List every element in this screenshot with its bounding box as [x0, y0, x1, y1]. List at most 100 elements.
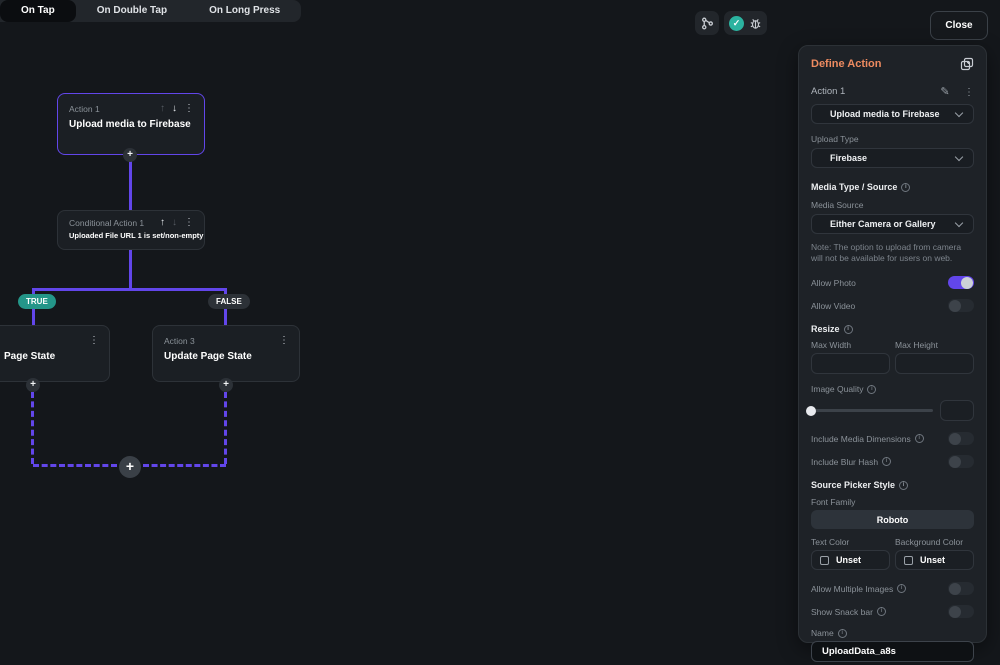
info-icon[interactable]: i: [882, 457, 892, 466]
action-name-input[interactable]: [811, 641, 974, 662]
connector-dashed-line: [224, 392, 227, 464]
info-icon[interactable]: i: [897, 584, 907, 593]
image-quality-value-input[interactable]: [940, 400, 974, 421]
tab-on-double-tap[interactable]: On Double Tap: [96, 5, 168, 16]
action-header-label: Action 1: [811, 85, 846, 97]
node-label: Action 1: [69, 103, 100, 114]
move-down-icon[interactable]: ↓: [172, 103, 177, 114]
action-1-node[interactable]: Action 1 ↑ ↓ ⋮ Upload media to Firebase: [57, 93, 205, 155]
upload-type-dropdown[interactable]: Firebase: [811, 148, 974, 168]
upload-type-label: Upload Type: [811, 134, 859, 144]
true-branch-action-node[interactable]: ⋮ Page State: [0, 325, 110, 382]
add-action-button[interactable]: +: [219, 378, 233, 392]
upload-type-value: Firebase: [830, 153, 868, 163]
info-icon[interactable]: i: [899, 480, 909, 490]
background-color-unset[interactable]: Unset: [895, 550, 974, 570]
check-icon[interactable]: ✓: [729, 15, 744, 31]
media-source-label: Media Source: [811, 200, 864, 210]
info-icon[interactable]: i: [914, 434, 924, 443]
text-color-label: Text Color: [811, 537, 850, 547]
max-height-label: Max Height: [895, 340, 938, 350]
media-source-value: Either Camera or Gallery: [830, 219, 936, 229]
status-debug-group: ✓: [724, 11, 767, 35]
bug-icon[interactable]: [749, 17, 762, 30]
allow-video-label: Allow Video: [811, 300, 856, 311]
checkbox-icon[interactable]: [904, 555, 913, 565]
allow-multiple-images-toggle[interactable]: [948, 582, 974, 595]
chevron-down-icon: [954, 108, 964, 117]
branch-test-button[interactable]: [695, 11, 719, 35]
connector-line: [33, 288, 226, 291]
allow-photo-label: Allow Photo: [811, 277, 856, 288]
include-media-dimensions-toggle[interactable]: [948, 432, 974, 445]
font-family-button[interactable]: Roboto: [811, 510, 974, 529]
event-tab-bar: On Tap On Double Tap On Long Press: [0, 0, 302, 22]
max-height-input[interactable]: [895, 353, 974, 374]
kebab-menu-icon[interactable]: ⋮: [89, 335, 99, 346]
node-label: Conditional Action 1: [69, 217, 145, 228]
add-action-button[interactable]: +: [123, 148, 137, 162]
action-3-node[interactable]: Action 3 ⋮ Update Page State: [152, 325, 300, 382]
action-type-dropdown[interactable]: Upload media to Firebase: [811, 104, 974, 124]
chevron-down-icon: [954, 218, 964, 227]
edit-pencil-icon[interactable]: ✎: [940, 86, 950, 98]
max-width-label: Max Width: [811, 340, 852, 350]
allow-photo-toggle[interactable]: [948, 276, 974, 289]
info-icon[interactable]: i: [843, 324, 853, 334]
add-action-button[interactable]: +: [26, 378, 40, 392]
slider-knob[interactable]: [806, 405, 816, 416]
kebab-menu-icon[interactable]: ⋮: [184, 217, 194, 228]
connector-dashed-line: [31, 392, 34, 464]
connector-dashed-line: [33, 464, 117, 467]
show-snack-bar-toggle[interactable]: [948, 605, 974, 618]
true-branch-badge: TRUE: [18, 294, 56, 309]
max-width-input[interactable]: [811, 353, 890, 374]
info-icon[interactable]: i: [837, 628, 847, 638]
background-color-label: Background Color: [895, 537, 964, 547]
move-up-icon[interactable]: ↑: [160, 103, 165, 114]
info-icon[interactable]: i: [876, 607, 886, 616]
node-title: Page State: [4, 351, 56, 362]
define-action-panel: Define Action Action 1 ✎ ⋮ Upload media …: [798, 45, 987, 662]
panel-title: Define Action: [811, 58, 882, 70]
node-title: Upload media to Firebase: [69, 119, 191, 130]
add-merged-action-button[interactable]: +: [119, 456, 141, 478]
move-down-icon[interactable]: ↓: [172, 217, 177, 228]
tab-on-long-press[interactable]: On Long Press: [209, 5, 281, 16]
kebab-menu-icon[interactable]: ⋮: [184, 103, 194, 114]
connector-line: [129, 250, 132, 290]
branch-icon: [701, 17, 714, 30]
duplicate-icon[interactable]: [960, 57, 974, 71]
checkbox-icon[interactable]: [820, 555, 829, 565]
camera-web-note: Note: The option to upload from camera w…: [811, 242, 962, 263]
allow-video-toggle[interactable]: [948, 299, 974, 312]
text-color-unset[interactable]: Unset: [811, 550, 890, 570]
node-title: Update Page State: [164, 351, 252, 362]
info-icon[interactable]: i: [901, 182, 911, 192]
false-branch-badge: FALSE: [208, 294, 250, 309]
move-up-icon[interactable]: ↑: [160, 217, 165, 228]
media-source-dropdown[interactable]: Either Camera or Gallery: [811, 214, 974, 234]
conditional-action-node[interactable]: Conditional Action 1 ↑ ↓ ⋮ Uploaded File…: [57, 210, 205, 250]
connector-dashed-line: [143, 464, 226, 467]
node-title: Uploaded File URL 1 is set/non-empty: [69, 231, 204, 240]
tab-on-tap[interactable]: On Tap: [0, 0, 76, 22]
kebab-menu-icon[interactable]: ⋮: [279, 335, 289, 346]
image-quality-slider[interactable]: [806, 405, 933, 416]
info-icon[interactable]: i: [867, 384, 877, 394]
kebab-menu-icon[interactable]: ⋮: [964, 87, 974, 98]
chevron-down-icon: [954, 152, 964, 161]
close-button[interactable]: Close: [930, 11, 988, 40]
include-blur-hash-toggle[interactable]: [948, 455, 974, 468]
font-family-label: Font Family: [811, 497, 856, 507]
action-type-value: Upload media to Firebase: [830, 109, 940, 119]
